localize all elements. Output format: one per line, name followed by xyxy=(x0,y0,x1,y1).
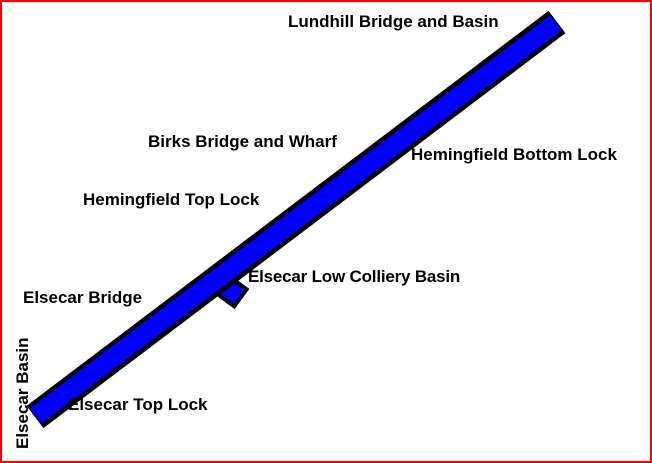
main-canal-line xyxy=(26,10,566,429)
label-elsecar-basin: Elsecar Basin xyxy=(13,337,32,449)
label-elsecar-low-colliery-basin: Elsecar Low Colliery Basin xyxy=(248,267,461,286)
label-birks-bridge-and-wharf: Birks Bridge and Wharf xyxy=(148,132,337,151)
label-hemingfield-top-lock: Hemingfield Top Lock xyxy=(83,190,260,209)
label-lundhill-bridge-and-basin: Lundhill Bridge and Basin xyxy=(288,12,499,31)
label-hemingfield-bottom-lock: Hemingfield Bottom Lock xyxy=(411,145,617,164)
label-elsecar-bridge: Elsecar Bridge xyxy=(23,288,143,307)
label-elsecar-top-lock: Elsecar Top Lock xyxy=(68,395,208,414)
